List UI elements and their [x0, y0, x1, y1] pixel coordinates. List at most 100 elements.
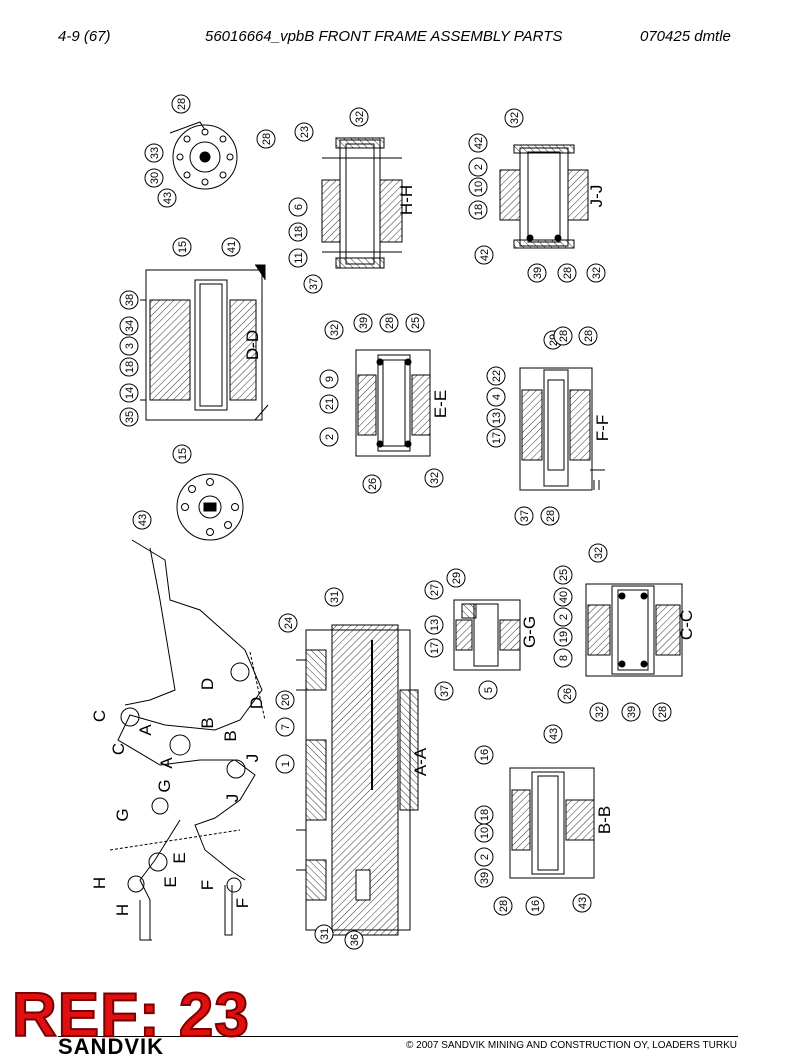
callout-7: 7 — [275, 717, 295, 737]
callout-32: 32 — [424, 468, 444, 488]
callout-16: 16 — [525, 896, 545, 916]
svg-text:16: 16 — [530, 900, 542, 912]
section-letter-b: B — [221, 730, 240, 741]
callout-16: 16 — [474, 745, 494, 765]
svg-text:2: 2 — [558, 614, 570, 620]
section-letter-g: G — [155, 779, 174, 792]
callout-32: 32 — [589, 702, 609, 722]
svg-text:28: 28 — [583, 330, 595, 342]
svg-text:13: 13 — [491, 412, 503, 424]
svg-text:42: 42 — [473, 137, 485, 149]
callout-28: 28 — [256, 129, 276, 149]
section-letter-j: J — [223, 794, 242, 803]
callout-19: 19 — [553, 627, 573, 647]
callout-39: 39 — [621, 702, 641, 722]
callout-28: 28 — [540, 506, 560, 526]
svg-text:28: 28 — [498, 900, 510, 912]
ref-label: REF: 23 — [11, 981, 250, 1050]
callout-32: 32 — [504, 108, 524, 128]
svg-text:26: 26 — [562, 688, 574, 700]
callout-15: 15 — [172, 237, 192, 257]
svg-text:2: 2 — [479, 854, 491, 860]
section-letter-b: B — [198, 717, 217, 728]
svg-text:28: 28 — [545, 510, 557, 522]
sandvik-logo: SANDVIK — [58, 1034, 165, 1059]
svg-text:37: 37 — [519, 510, 531, 522]
svg-text:25: 25 — [410, 317, 422, 329]
callout-25: 25 — [405, 313, 425, 333]
svg-text:17: 17 — [491, 432, 503, 444]
svg-text:18: 18 — [293, 226, 305, 238]
callout-21: 21 — [319, 394, 339, 414]
footer-rule — [58, 1036, 738, 1037]
section-j-j — [499, 144, 589, 249]
section-letter-j: J — [243, 754, 262, 763]
svg-text:43: 43 — [162, 192, 174, 204]
callout-27: 27 — [424, 580, 444, 600]
svg-text:17: 17 — [429, 642, 441, 654]
view-label-gg: G-G — [520, 616, 539, 648]
callout-9: 9 — [319, 369, 339, 389]
svg-text:31: 31 — [329, 591, 341, 603]
section-letter-d: D — [247, 697, 266, 709]
section-letter-c: C — [109, 743, 128, 755]
callout-23: 23 — [294, 122, 314, 142]
callout-43: 43 — [572, 893, 592, 913]
callout-1: 1 — [275, 754, 295, 774]
svg-text:16: 16 — [479, 749, 491, 761]
svg-text:37: 37 — [308, 278, 320, 290]
svg-text:28: 28 — [176, 98, 188, 110]
callout-10: 10 — [474, 823, 494, 843]
svg-text:21: 21 — [324, 398, 336, 410]
svg-text:4: 4 — [491, 394, 503, 400]
svg-text:32: 32 — [509, 112, 521, 124]
callout-30: 30 — [144, 168, 164, 188]
svg-text:32: 32 — [593, 547, 605, 559]
drawing-code: 070425 dmtle — [640, 28, 731, 45]
svg-text:33: 33 — [149, 147, 161, 159]
svg-text:26: 26 — [367, 478, 379, 490]
callout-26: 26 — [557, 684, 577, 704]
flange-view-top — [169, 121, 238, 190]
svg-text:43: 43 — [137, 514, 149, 526]
svg-text:28: 28 — [657, 706, 669, 718]
svg-text:13: 13 — [429, 619, 441, 631]
svg-text:2: 2 — [324, 434, 336, 440]
view-label-ff: F-F — [593, 415, 612, 441]
svg-text:34: 34 — [124, 320, 136, 332]
svg-text:10: 10 — [473, 181, 485, 193]
view-label-dd: D-D — [243, 330, 262, 360]
svg-text:41: 41 — [226, 241, 238, 253]
callout-28: 28 — [379, 313, 399, 333]
callout-2: 2 — [474, 847, 494, 867]
svg-text:36: 36 — [349, 934, 361, 946]
drawing-title: 56016664_vpbB FRONT FRAME ASSEMBLY PARTS — [205, 28, 563, 45]
svg-text:30: 30 — [149, 172, 161, 184]
callout-43: 43 — [543, 724, 563, 744]
callout-41: 41 — [221, 237, 241, 257]
callout-29: 29 — [446, 568, 466, 588]
callout-18: 18 — [288, 222, 308, 242]
svg-text:43: 43 — [548, 728, 560, 740]
callout-26: 26 — [362, 474, 382, 494]
section-letter-e: E — [170, 852, 189, 863]
svg-text:9: 9 — [324, 376, 336, 382]
callout-2: 2 — [553, 607, 573, 627]
callout-18: 18 — [119, 357, 139, 377]
callout-38: 38 — [119, 290, 139, 310]
section-letter-c: C — [90, 710, 109, 722]
callout-28: 28 — [578, 326, 598, 346]
callout-20: 20 — [275, 690, 295, 710]
callout-37: 37 — [434, 681, 454, 701]
svg-text:25: 25 — [558, 569, 570, 581]
callout-13: 13 — [424, 615, 444, 635]
callout-28: 28 — [553, 326, 573, 346]
callout-5: 5 — [478, 680, 498, 700]
callout-32: 32 — [586, 263, 606, 283]
section-letter-d: D — [198, 678, 217, 690]
svg-text:32: 32 — [354, 111, 366, 123]
callout-2: 2 — [319, 427, 339, 447]
view-label-hh: H-H — [397, 185, 416, 215]
